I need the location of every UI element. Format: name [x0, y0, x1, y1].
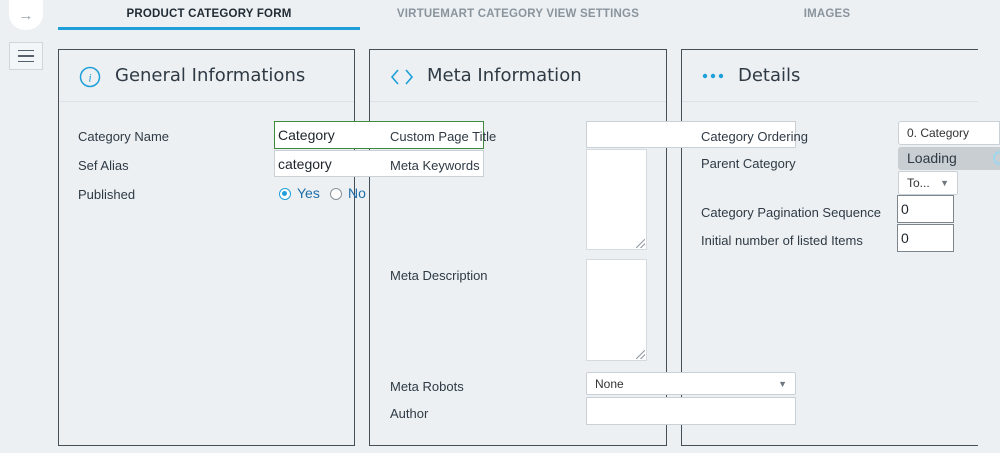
- author-input[interactable]: [586, 397, 796, 425]
- parent-category-value: To...: [907, 176, 930, 190]
- svg-text:i: i: [88, 71, 91, 85]
- code-brackets-icon: [390, 69, 414, 85]
- back-button[interactable]: →: [9, 0, 43, 30]
- hamburger-icon: [18, 49, 34, 52]
- category-ordering-value: 0. Category: [907, 126, 970, 140]
- meta-keywords-label: Meta Keywords: [390, 158, 480, 173]
- meta-robots-value: None: [595, 377, 624, 391]
- meta-description-textarea[interactable]: [586, 259, 647, 361]
- sef-alias-label: Sef Alias: [78, 158, 129, 173]
- chevron-down-icon: ▼: [940, 178, 949, 188]
- meta-robots-select[interactable]: None ▼: [586, 372, 796, 395]
- meta-description-label: Meta Description: [390, 268, 488, 283]
- parent-category-loading: Loading: [898, 147, 1000, 170]
- category-name-input[interactable]: Category: [274, 121, 484, 149]
- meta-keywords-textarea[interactable]: [586, 149, 647, 250]
- arrow-right-icon: →: [18, 6, 34, 24]
- general-informations-panel: i General Informations Category Name Sef…: [58, 49, 355, 446]
- general-panel-title: General Informations: [115, 65, 306, 86]
- category-name-label: Category Name: [78, 129, 170, 144]
- published-yes-label[interactable]: Yes: [297, 185, 320, 201]
- initial-items-input[interactable]: 0: [897, 224, 954, 252]
- author-label: Author: [390, 406, 429, 421]
- category-ordering-select[interactable]: 0. Category: [898, 121, 1000, 145]
- initial-items-label: Initial number of listed Items: [701, 233, 863, 248]
- parent-category-select[interactable]: To... ▼: [898, 171, 958, 195]
- sef-alias-input[interactable]: category: [274, 150, 484, 177]
- published-label: Published: [78, 187, 136, 202]
- details-panel-title: Details: [738, 65, 801, 86]
- left-rail: [0, 0, 52, 453]
- tab-bar: PRODUCT CATEGORY FORM VIRTUEMART CATEGOR…: [58, 0, 978, 30]
- meta-information-panel: Meta Information: [369, 49, 667, 446]
- category-pagination-input[interactable]: 0: [897, 195, 954, 223]
- dots-icon: [702, 73, 724, 79]
- parent-category-label: Parent Category: [701, 156, 796, 171]
- chevron-down-icon: ▼: [778, 379, 787, 389]
- resize-grip-icon[interactable]: [636, 350, 645, 359]
- meta-panel-header: Meta Information: [370, 50, 666, 102]
- published-no-label[interactable]: No: [348, 185, 366, 201]
- details-panel-header: Details: [682, 50, 978, 102]
- category-pagination-label: Category Pagination Sequence: [701, 205, 881, 220]
- published-no-radio[interactable]: [330, 188, 342, 200]
- general-panel-header: i General Informations: [59, 50, 354, 102]
- spinner-icon: [993, 151, 1000, 165]
- tab-product-category-form[interactable]: PRODUCT CATEGORY FORM: [58, 0, 360, 30]
- meta-robots-label: Meta Robots: [390, 379, 464, 394]
- menu-button[interactable]: [9, 42, 43, 70]
- category-ordering-label: Category Ordering: [701, 129, 808, 144]
- custom-page-title-input[interactable]: [586, 121, 796, 148]
- info-circle-icon: i: [79, 66, 101, 88]
- resize-grip-icon[interactable]: [636, 239, 645, 248]
- meta-panel-title: Meta Information: [427, 65, 582, 86]
- tab-images[interactable]: IMAGES: [803, 8, 851, 20]
- tab-virtuemart-category-view-settings[interactable]: VIRTUEMART CATEGORY VIEW SETTINGS: [396, 8, 640, 20]
- published-yes-radio[interactable]: [279, 188, 291, 200]
- custom-page-title-label: Custom Page Title: [390, 129, 497, 144]
